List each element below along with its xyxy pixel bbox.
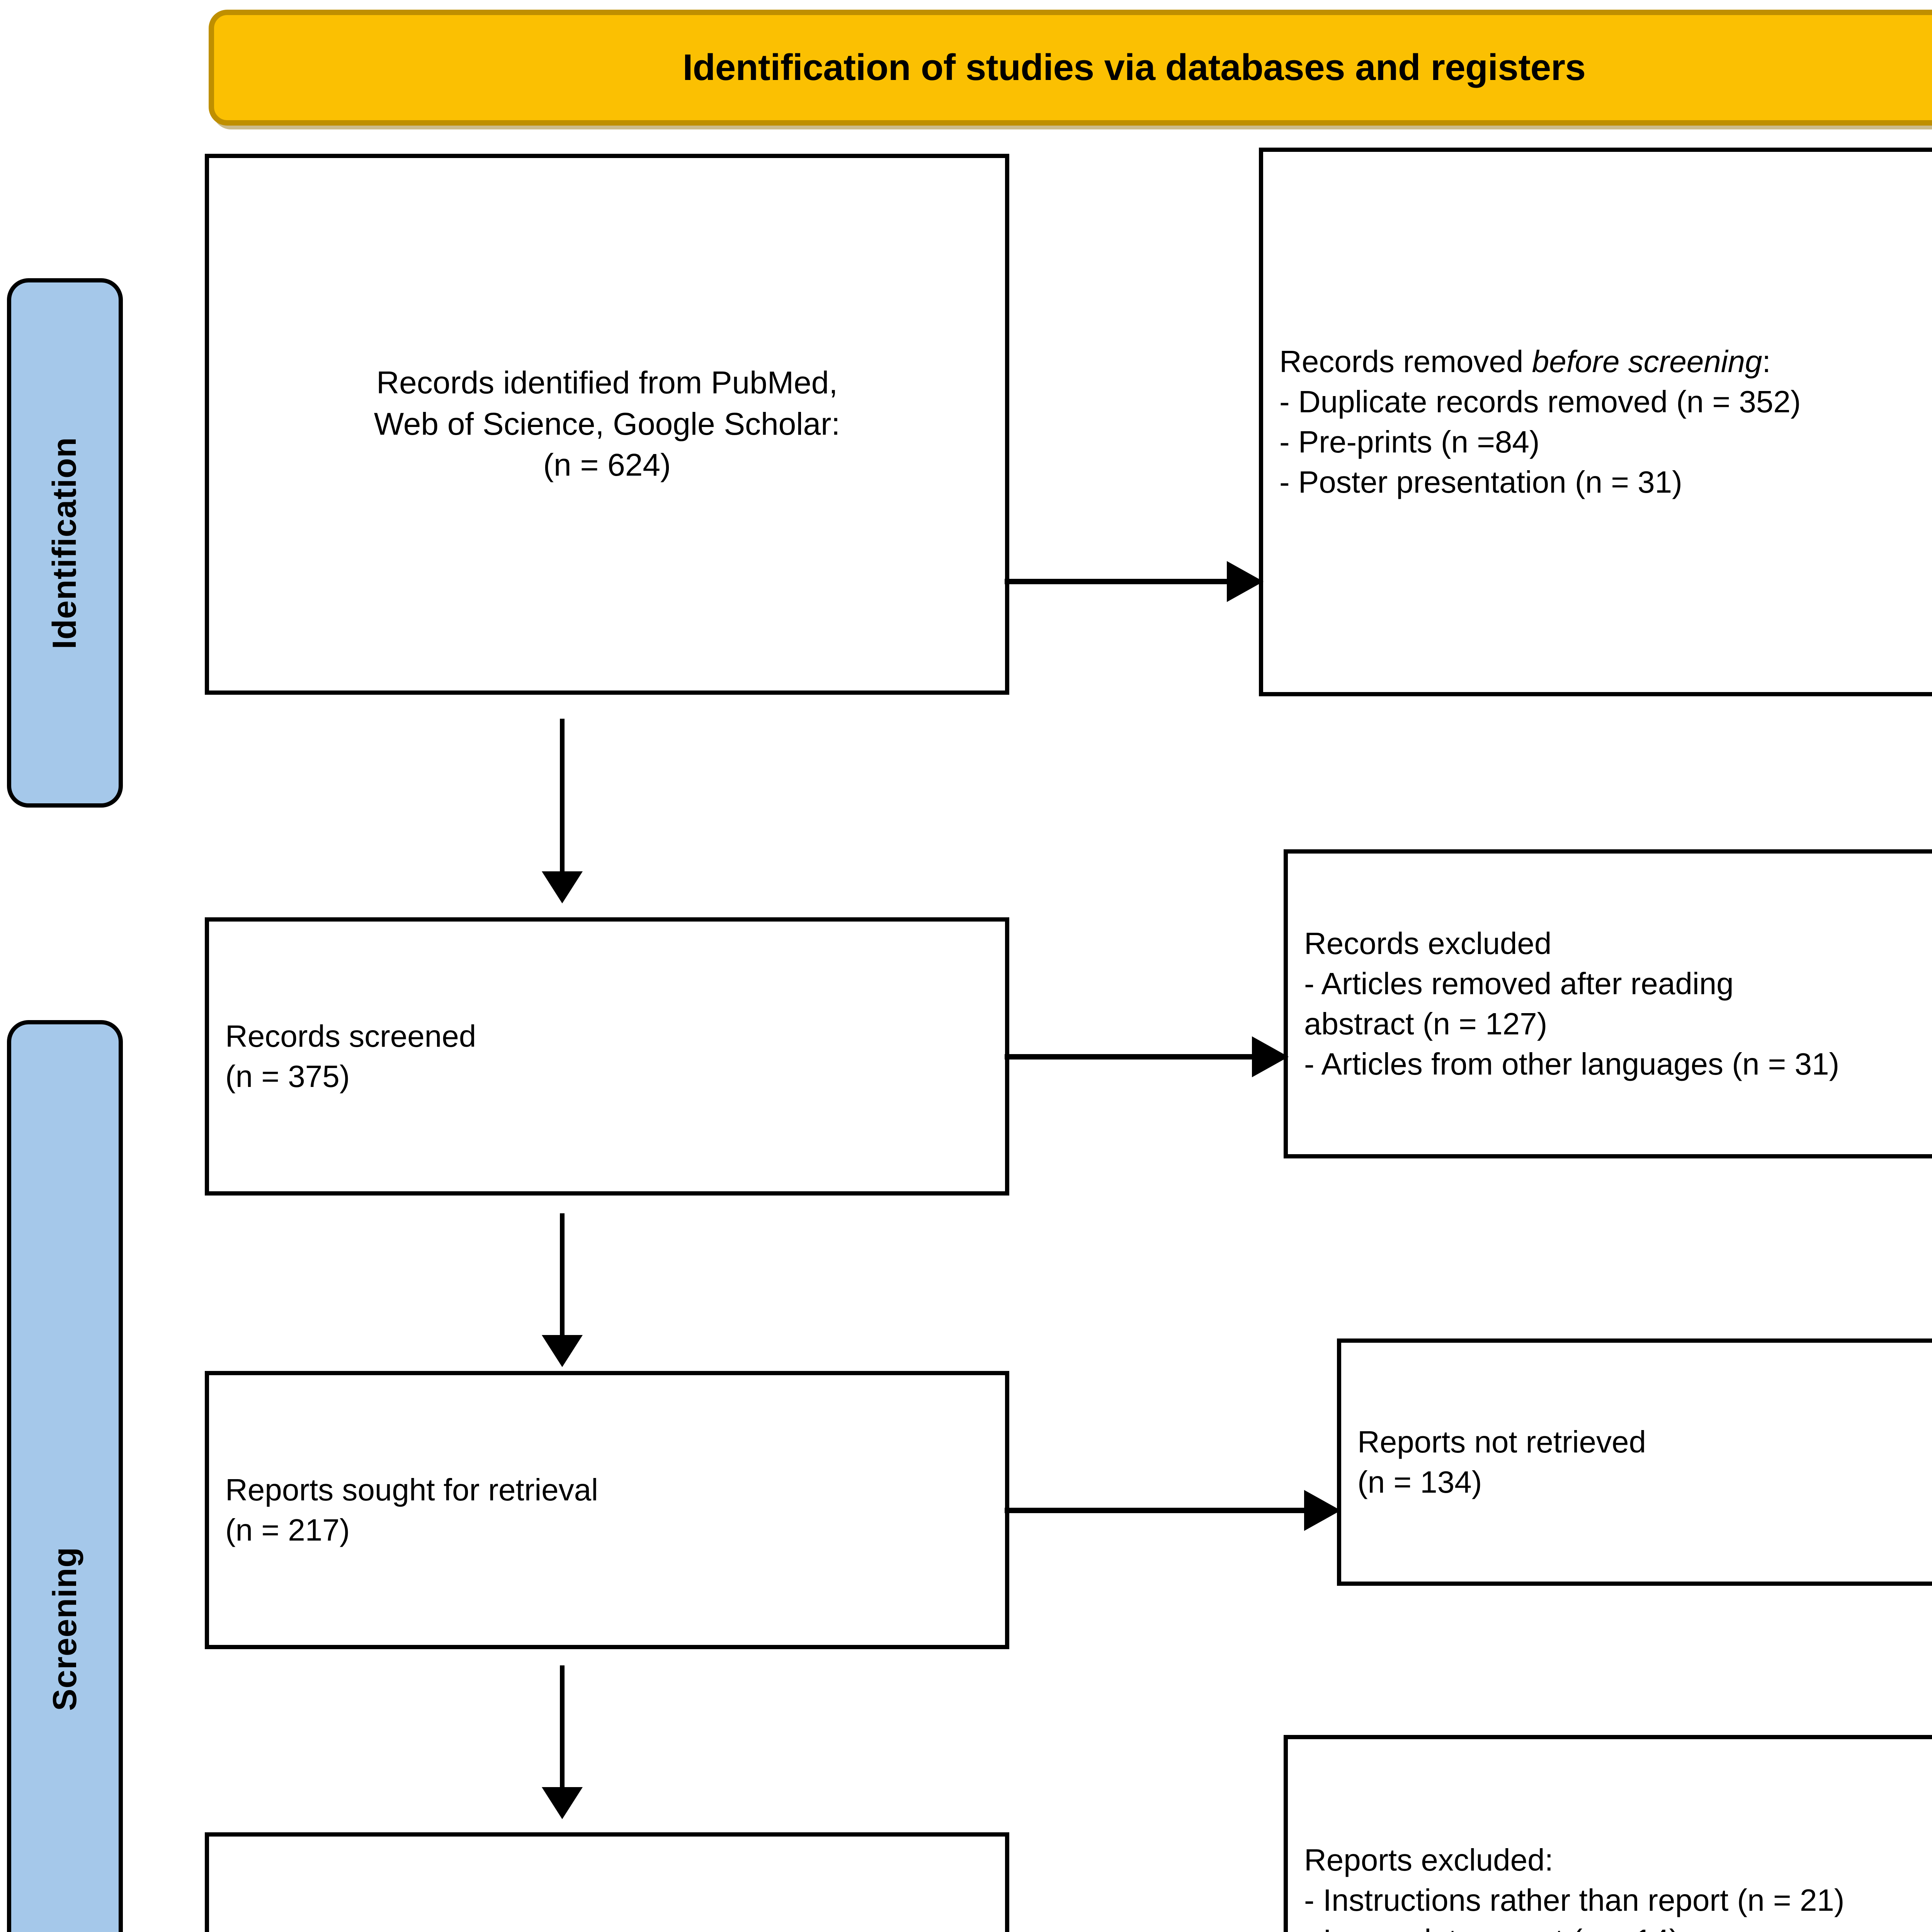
node-records-excluded-text: Records excluded - Articles removed afte… — [1304, 926, 1840, 1081]
stage-label-screening: Screening — [7, 1020, 123, 1932]
stage-label-identification: Identification — [7, 278, 123, 808]
arrow-identified-to-removed — [1005, 553, 1267, 611]
node-reports-excluded: Reports excluded: - Instructions rather … — [1284, 1735, 1932, 1932]
stage-identification-text: Identification — [46, 437, 83, 649]
page-title: Identification of studies via databases … — [682, 47, 1586, 88]
node-records-removed-text: Records removed before screening: - Dupl… — [1263, 342, 1932, 502]
removed-heading-post: : — [1762, 344, 1771, 379]
node-records-removed-before-screening: Records removed before screening: - Dupl… — [1259, 148, 1932, 696]
node-reports-not-retrieved-text: Reports not retrieved (n = 134) — [1357, 1425, 1646, 1499]
node-reports-excluded-text: Reports excluded: - Instructions rather … — [1304, 1843, 1845, 1932]
node-reports-assessed-for-eligibility: Reports assessed for eligibility (n = 83… — [205, 1832, 1009, 1932]
node-records-screened: Records screened (n = 375) — [205, 917, 1009, 1196]
node-records-identified: Records identified from PubMed, Web of S… — [205, 154, 1009, 695]
node-reports-sought-for-retrieval: Reports sought for retrieval (n = 217) — [205, 1371, 1009, 1649]
node-reports-not-retrieved: Reports not retrieved (n = 134) — [1337, 1338, 1932, 1586]
node-records-screened-text: Records screened (n = 375) — [225, 1019, 476, 1094]
stage-screening-text: Screening — [46, 1546, 83, 1711]
arrow-sought-to-not-retrieved — [1005, 1481, 1345, 1539]
arrow-identified-to-screened — [533, 719, 591, 904]
arrow-sought-to-assessed — [533, 1665, 591, 1820]
node-records-identified-text: Records identified from PubMed, Web of S… — [374, 365, 840, 483]
removed-heading-pre: Records removed — [1279, 344, 1532, 379]
arrow-screened-to-records-excluded — [1005, 1028, 1293, 1086]
arrow-screened-to-sought — [533, 1213, 591, 1368]
node-reports-sought-text: Reports sought for retrieval (n = 217) — [225, 1473, 598, 1547]
removed-heading-emphasis: before screening — [1532, 344, 1762, 379]
node-records-excluded: Records excluded - Articles removed afte… — [1284, 849, 1932, 1158]
diagram-header-banner: Identification of studies via databases … — [209, 10, 1932, 126]
removed-items: - Duplicate records removed (n = 352) - … — [1279, 384, 1801, 499]
